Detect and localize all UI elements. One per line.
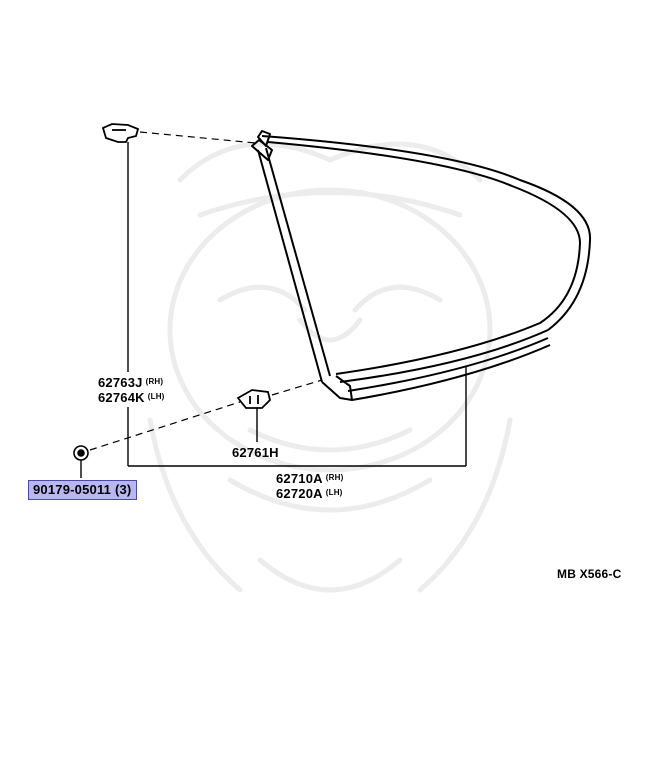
- side-suffix: (LH): [147, 392, 165, 401]
- leader-lines: [80, 142, 467, 478]
- assembly-dashed-lines: [89, 131, 323, 451]
- label-62720a[interactable]: 62720A(LH): [276, 486, 343, 501]
- clip-62761h[interactable]: [236, 389, 271, 409]
- part-number[interactable]: 90179-05011: [33, 482, 112, 497]
- label-62763j[interactable]: 62763J(RH): [98, 375, 163, 390]
- watermark-emblem: [147, 141, 513, 593]
- label-90179-highlighted[interactable]: 90179-05011 (3): [28, 480, 138, 500]
- label-62710a[interactable]: 62710A(RH): [276, 471, 343, 486]
- retainer-clip-upper[interactable]: [101, 123, 140, 143]
- quantity: (3): [114, 482, 132, 497]
- part-number[interactable]: 62710A: [276, 471, 323, 486]
- label-62764k[interactable]: 62764K(LH): [98, 390, 165, 405]
- side-suffix: (RH): [325, 473, 344, 482]
- part-number[interactable]: 62763J: [98, 375, 143, 390]
- nut-90179[interactable]: [73, 445, 89, 461]
- side-suffix: (RH): [145, 377, 164, 386]
- window-run-channel[interactable]: [251, 130, 592, 401]
- side-suffix: (LH): [325, 488, 343, 497]
- part-number[interactable]: 62761H: [232, 445, 279, 460]
- part-number[interactable]: 62720A: [276, 486, 323, 501]
- diagram-code: MB X566-C: [557, 567, 622, 581]
- label-62761h[interactable]: 62761H: [232, 445, 279, 460]
- part-number[interactable]: 62764K: [98, 390, 145, 405]
